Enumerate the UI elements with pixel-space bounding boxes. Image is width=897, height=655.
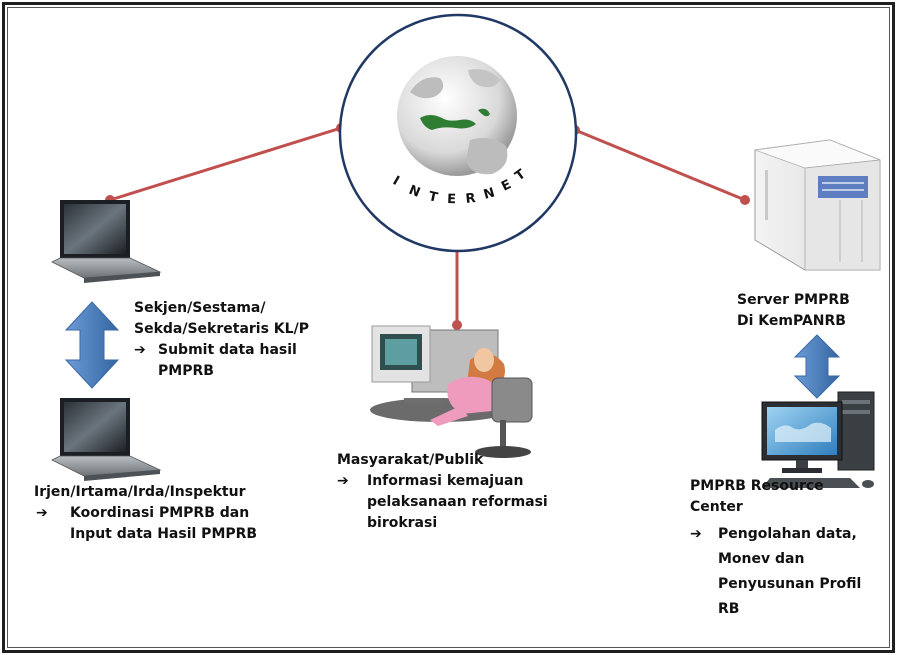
double-arrow-icon: [793, 334, 841, 399]
resource-bullet-row: ➔ Pengolahan data,: [690, 524, 861, 545]
sekjen-sub: PMPRB: [158, 363, 214, 379]
resource-line: PMPRB Resource: [690, 478, 824, 494]
laptop-icon: [51, 398, 162, 481]
publik-sub: Informasi kemajuan: [367, 473, 524, 489]
resource-line: Center: [690, 499, 743, 515]
laptop-icon: [51, 200, 162, 283]
internet-letter: N: [407, 183, 423, 201]
sekjen-bullet-row: ➔ Submit data hasil: [134, 340, 309, 361]
server-line: Di KemPANRB: [737, 313, 846, 329]
irjen-label: Irjen/Irtama/Irda/Inspektur ➔ Koordinasi …: [34, 482, 257, 545]
sekjen-sub: Submit data hasil: [158, 342, 297, 358]
resource-sub: Monev dan: [718, 551, 805, 567]
resource-label: PMPRB Resource Center ➔Pengolahan data, …: [690, 476, 861, 620]
irjen-title: Irjen/Irtama/Irda/Inspektur: [34, 484, 246, 500]
connector-lines: [109, 126, 746, 325]
internet-letter: T: [427, 189, 439, 206]
internet-letter: E: [447, 192, 456, 207]
sekjen-line: Sekda/Sekretaris KL/P: [134, 321, 309, 337]
connector-dot: [452, 320, 462, 330]
connector-server: [574, 128, 746, 202]
irjen-sub: Input data Hasil PMPRB: [70, 526, 258, 542]
internet-letter: R: [465, 191, 477, 207]
sekjen-line: Sekjen/Sestama/: [134, 300, 266, 316]
inner-frame: [7, 7, 890, 648]
irjen-sub: Koordinasi PMPRB dan: [70, 505, 250, 521]
internet-letter: N: [482, 185, 497, 202]
arrow-bullet-icon: ➔: [134, 342, 146, 358]
resource-sub: Penyusunan Profil: [718, 576, 862, 592]
double-arrow-icon: [64, 301, 120, 389]
arrow-bullet-icon: ➔: [690, 526, 702, 542]
server-icon: [754, 139, 881, 271]
person-at-computer-icon: [370, 325, 533, 458]
resource-sub: RB: [718, 601, 740, 617]
arrow-bullet-icon: ➔: [36, 505, 48, 521]
connector-laptop: [109, 126, 342, 202]
arrow-bullet-icon: ➔: [337, 473, 349, 489]
internet-hub: I N T E R N E T: [338, 13, 578, 253]
publik-title: Masyarakat/Publik: [337, 452, 484, 468]
sekjen-label: Sekjen/Sestama/ Sekda/Sekretaris KL/P ➔ S…: [134, 298, 309, 382]
publik-sub: birokrasi: [367, 515, 438, 531]
connector-dot: [740, 195, 750, 205]
desktop-computer-icon: [761, 391, 875, 488]
globe-icon: [397, 56, 517, 176]
irjen-bullet-row: ➔ Koordinasi PMPRB dan: [34, 503, 257, 524]
publik-sub: pelaksanaan reformasi: [367, 494, 548, 510]
publik-label: Masyarakat/Publik ➔ Informasi kemajuan pe…: [337, 450, 548, 534]
publik-bullet-row: ➔ Informasi kemajuan: [337, 471, 548, 492]
server-line: Server PMPRB: [737, 292, 850, 308]
internet-letter: I: [390, 173, 402, 188]
resource-sub: Pengolahan data,: [718, 526, 857, 542]
server-label: Server PMPRB Di KemPANRB: [737, 290, 850, 332]
